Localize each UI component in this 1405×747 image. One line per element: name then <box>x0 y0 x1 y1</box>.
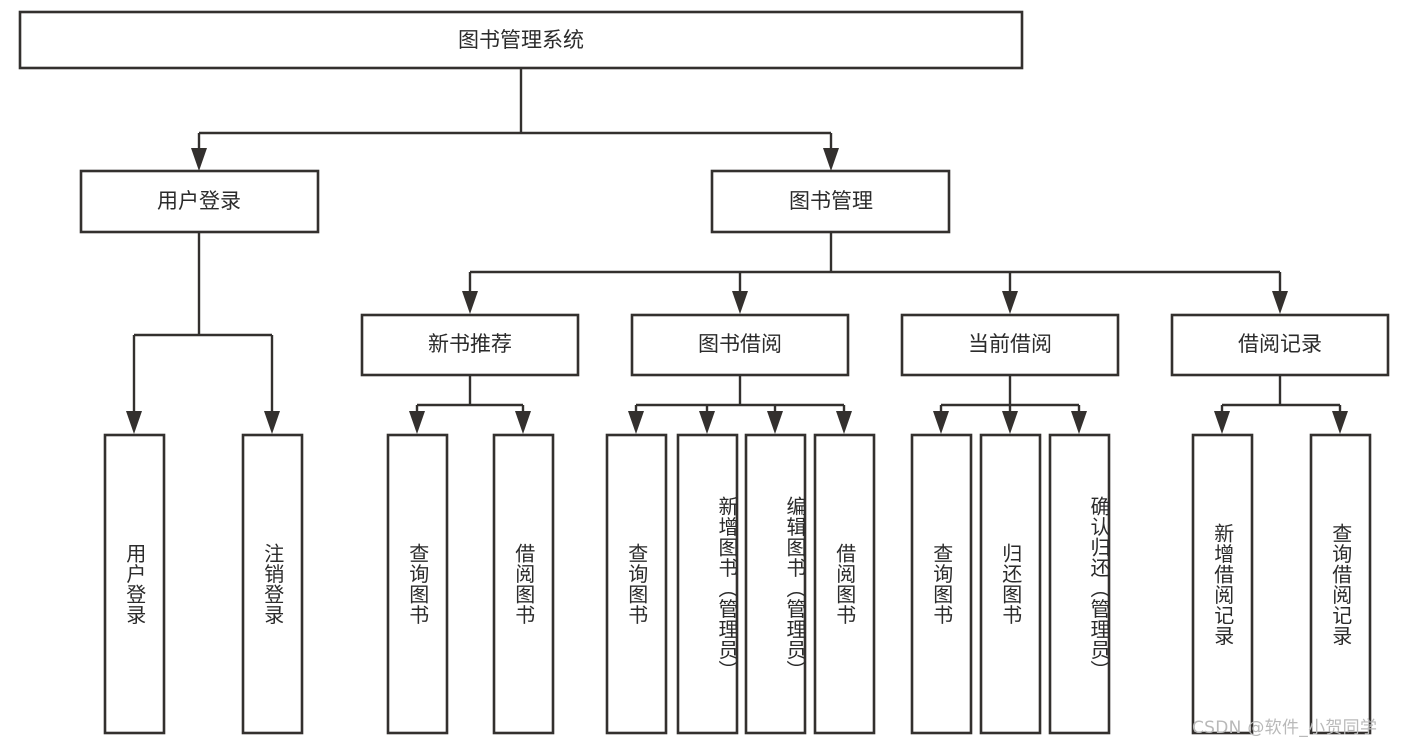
node-current-borrow-label: 当前借阅 <box>968 332 1052 356</box>
leaf-box-new-book-1[interactable] <box>492 433 555 735</box>
leaf-box-current-borrow-0[interactable] <box>910 433 973 735</box>
watermark-text: CSDN @软件_小贺同学 <box>1192 718 1378 738</box>
node-new-book-recommend-label: 新书推荐 <box>428 332 512 356</box>
leaf-box-book-borrow-3[interactable] <box>813 433 876 735</box>
edge-borrowrecord-to-leaves <box>1214 375 1348 434</box>
leaf-box-current-borrow-1[interactable] <box>979 433 1042 735</box>
leaf-box-borrow-record-0[interactable] <box>1191 433 1254 735</box>
node-new-book-recommend[interactable]: 新书推荐 <box>360 313 580 377</box>
leaf-box-borrow-record-1[interactable] <box>1309 433 1372 735</box>
node-borrow-record-label: 借阅记录 <box>1238 332 1322 356</box>
node-user-login-label: 用户登录 <box>157 189 241 213</box>
leaf-box-current-borrow-2[interactable] <box>1048 433 1111 735</box>
node-book-management[interactable]: 图书管理 <box>710 169 951 234</box>
edge-bookborrow-to-leaves <box>628 375 852 434</box>
leaf-box-book-borrow-2[interactable] <box>744 433 807 735</box>
node-book-management-label: 图书管理 <box>789 189 873 213</box>
node-user-login[interactable]: 用户登录 <box>79 169 320 234</box>
node-book-borrow[interactable]: 图书借阅 <box>630 313 850 377</box>
node-book-borrow-label: 图书借阅 <box>698 332 782 356</box>
node-root-label: 图书管理系统 <box>458 28 584 52</box>
node-root-book-management-system[interactable]: 图书管理系统 <box>18 10 1024 70</box>
node-current-borrow[interactable]: 当前借阅 <box>900 313 1120 377</box>
edge-bookmgmt-to-level3 <box>462 232 1288 314</box>
edge-userlogin-to-leaves <box>126 232 280 434</box>
leaf-box-book-borrow-0[interactable] <box>605 433 668 735</box>
leaf-box-new-book-0[interactable] <box>386 433 449 735</box>
leaf-box-user-login-0[interactable] <box>103 433 166 735</box>
node-borrow-record[interactable]: 借阅记录 <box>1170 313 1390 377</box>
edge-currentborrow-to-leaves <box>933 375 1087 434</box>
edge-root-to-level2 <box>191 68 839 171</box>
edge-newbook-to-leaves <box>409 375 531 434</box>
leaf-box-book-borrow-1[interactable] <box>676 433 739 735</box>
leaf-box-user-login-1[interactable] <box>241 433 304 735</box>
